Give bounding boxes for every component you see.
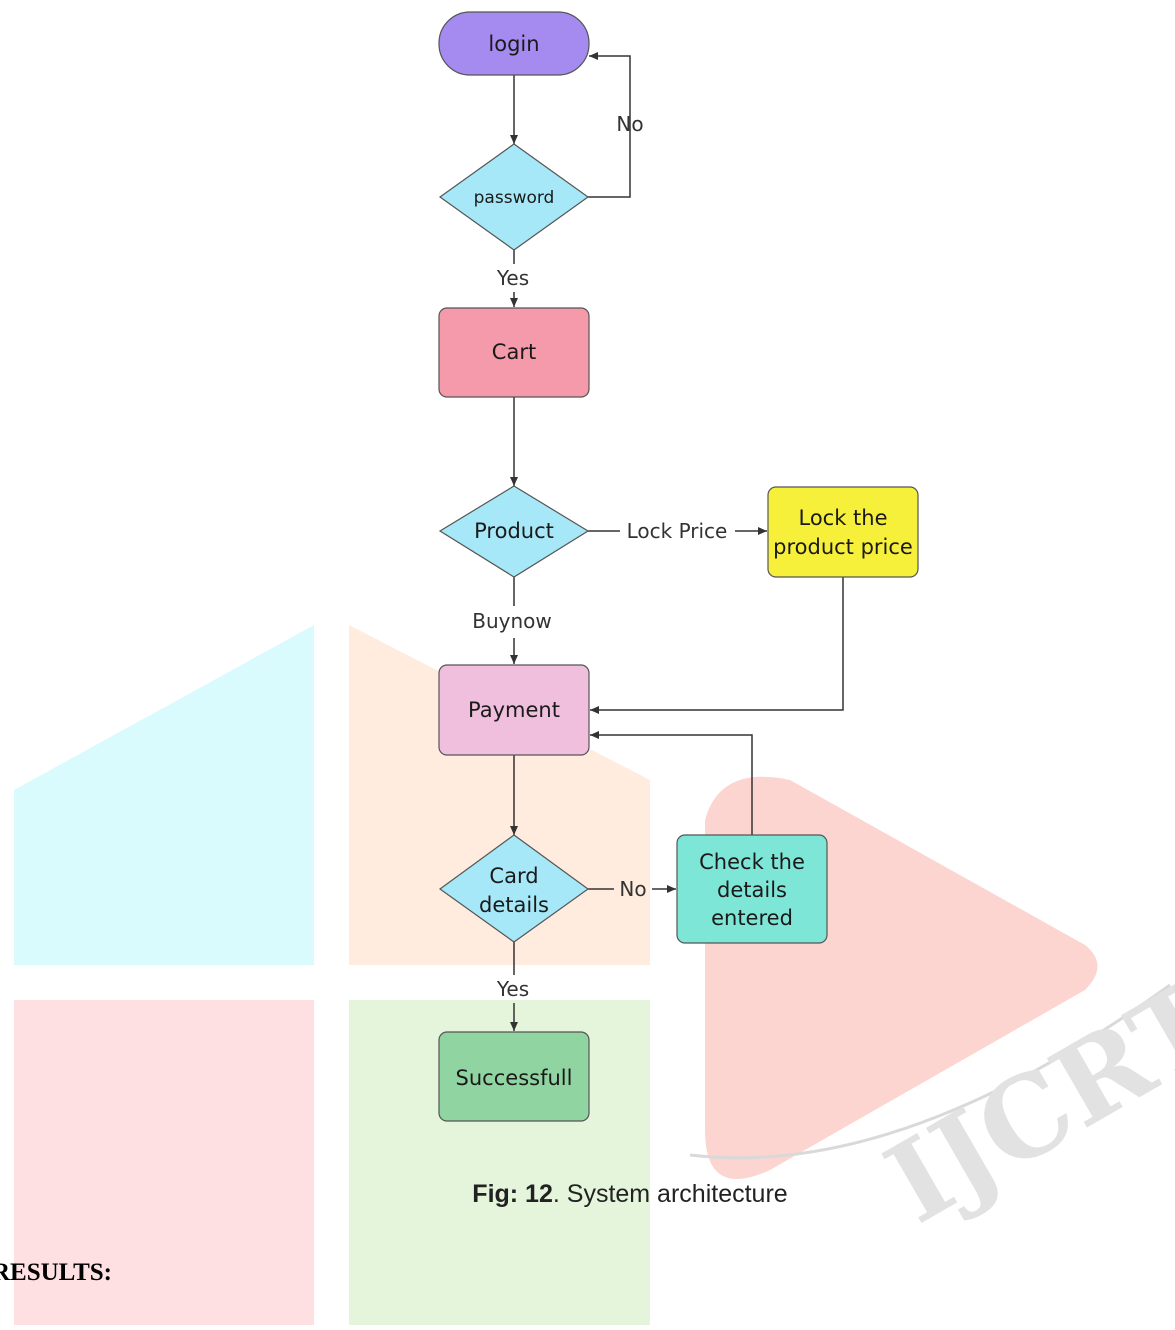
svg-text:Lock the: Lock the [798, 506, 887, 530]
node-lock-price: Lock the product price [767, 486, 919, 578]
label-buynow: Buynow [472, 609, 552, 633]
node-check-details: Check the details entered [676, 834, 828, 944]
label-card-no: No [619, 877, 646, 901]
edge-check-payment [590, 731, 753, 835]
svg-text:Card: Card [489, 864, 538, 888]
svg-text:entered: entered [711, 906, 793, 930]
svg-text:Payment: Payment [468, 698, 560, 722]
node-payment: Payment [438, 664, 590, 756]
figure-caption: Fig: 12. System architecture [0, 1180, 1175, 1209]
svg-text:Check the: Check the [699, 850, 805, 874]
node-cart: Cart [438, 307, 590, 398]
watermark-logo: IJCRT [14, 625, 1175, 1325]
connectors [510, 52, 844, 1031]
node-product: Product [438, 485, 590, 578]
label-lock-price: Lock Price [627, 519, 728, 543]
node-card-details: Card details [438, 834, 590, 943]
label-password-yes: Yes [496, 266, 529, 290]
svg-text:product price: product price [773, 535, 913, 559]
svg-text:details: details [479, 893, 549, 917]
figure-number: Fig: 12 [472, 1180, 553, 1208]
node-login: login [438, 11, 590, 76]
svg-text:password: password [474, 188, 555, 208]
section-heading: RESULTS: [0, 1259, 112, 1286]
svg-text:Product: Product [474, 519, 554, 543]
edge-password-no [588, 52, 631, 198]
node-password: password [438, 143, 590, 251]
node-successful: Successfull [438, 1031, 590, 1122]
label-card-yes: Yes [496, 977, 529, 1001]
label-password-no: No [616, 112, 643, 136]
svg-text:Cart: Cart [492, 340, 536, 364]
svg-text:login: login [488, 32, 539, 56]
edge-lock-payment [590, 577, 844, 714]
figure-title: . System architecture [552, 1180, 788, 1208]
svg-text:details: details [717, 878, 787, 902]
svg-text:Successfull: Successfull [456, 1066, 573, 1090]
